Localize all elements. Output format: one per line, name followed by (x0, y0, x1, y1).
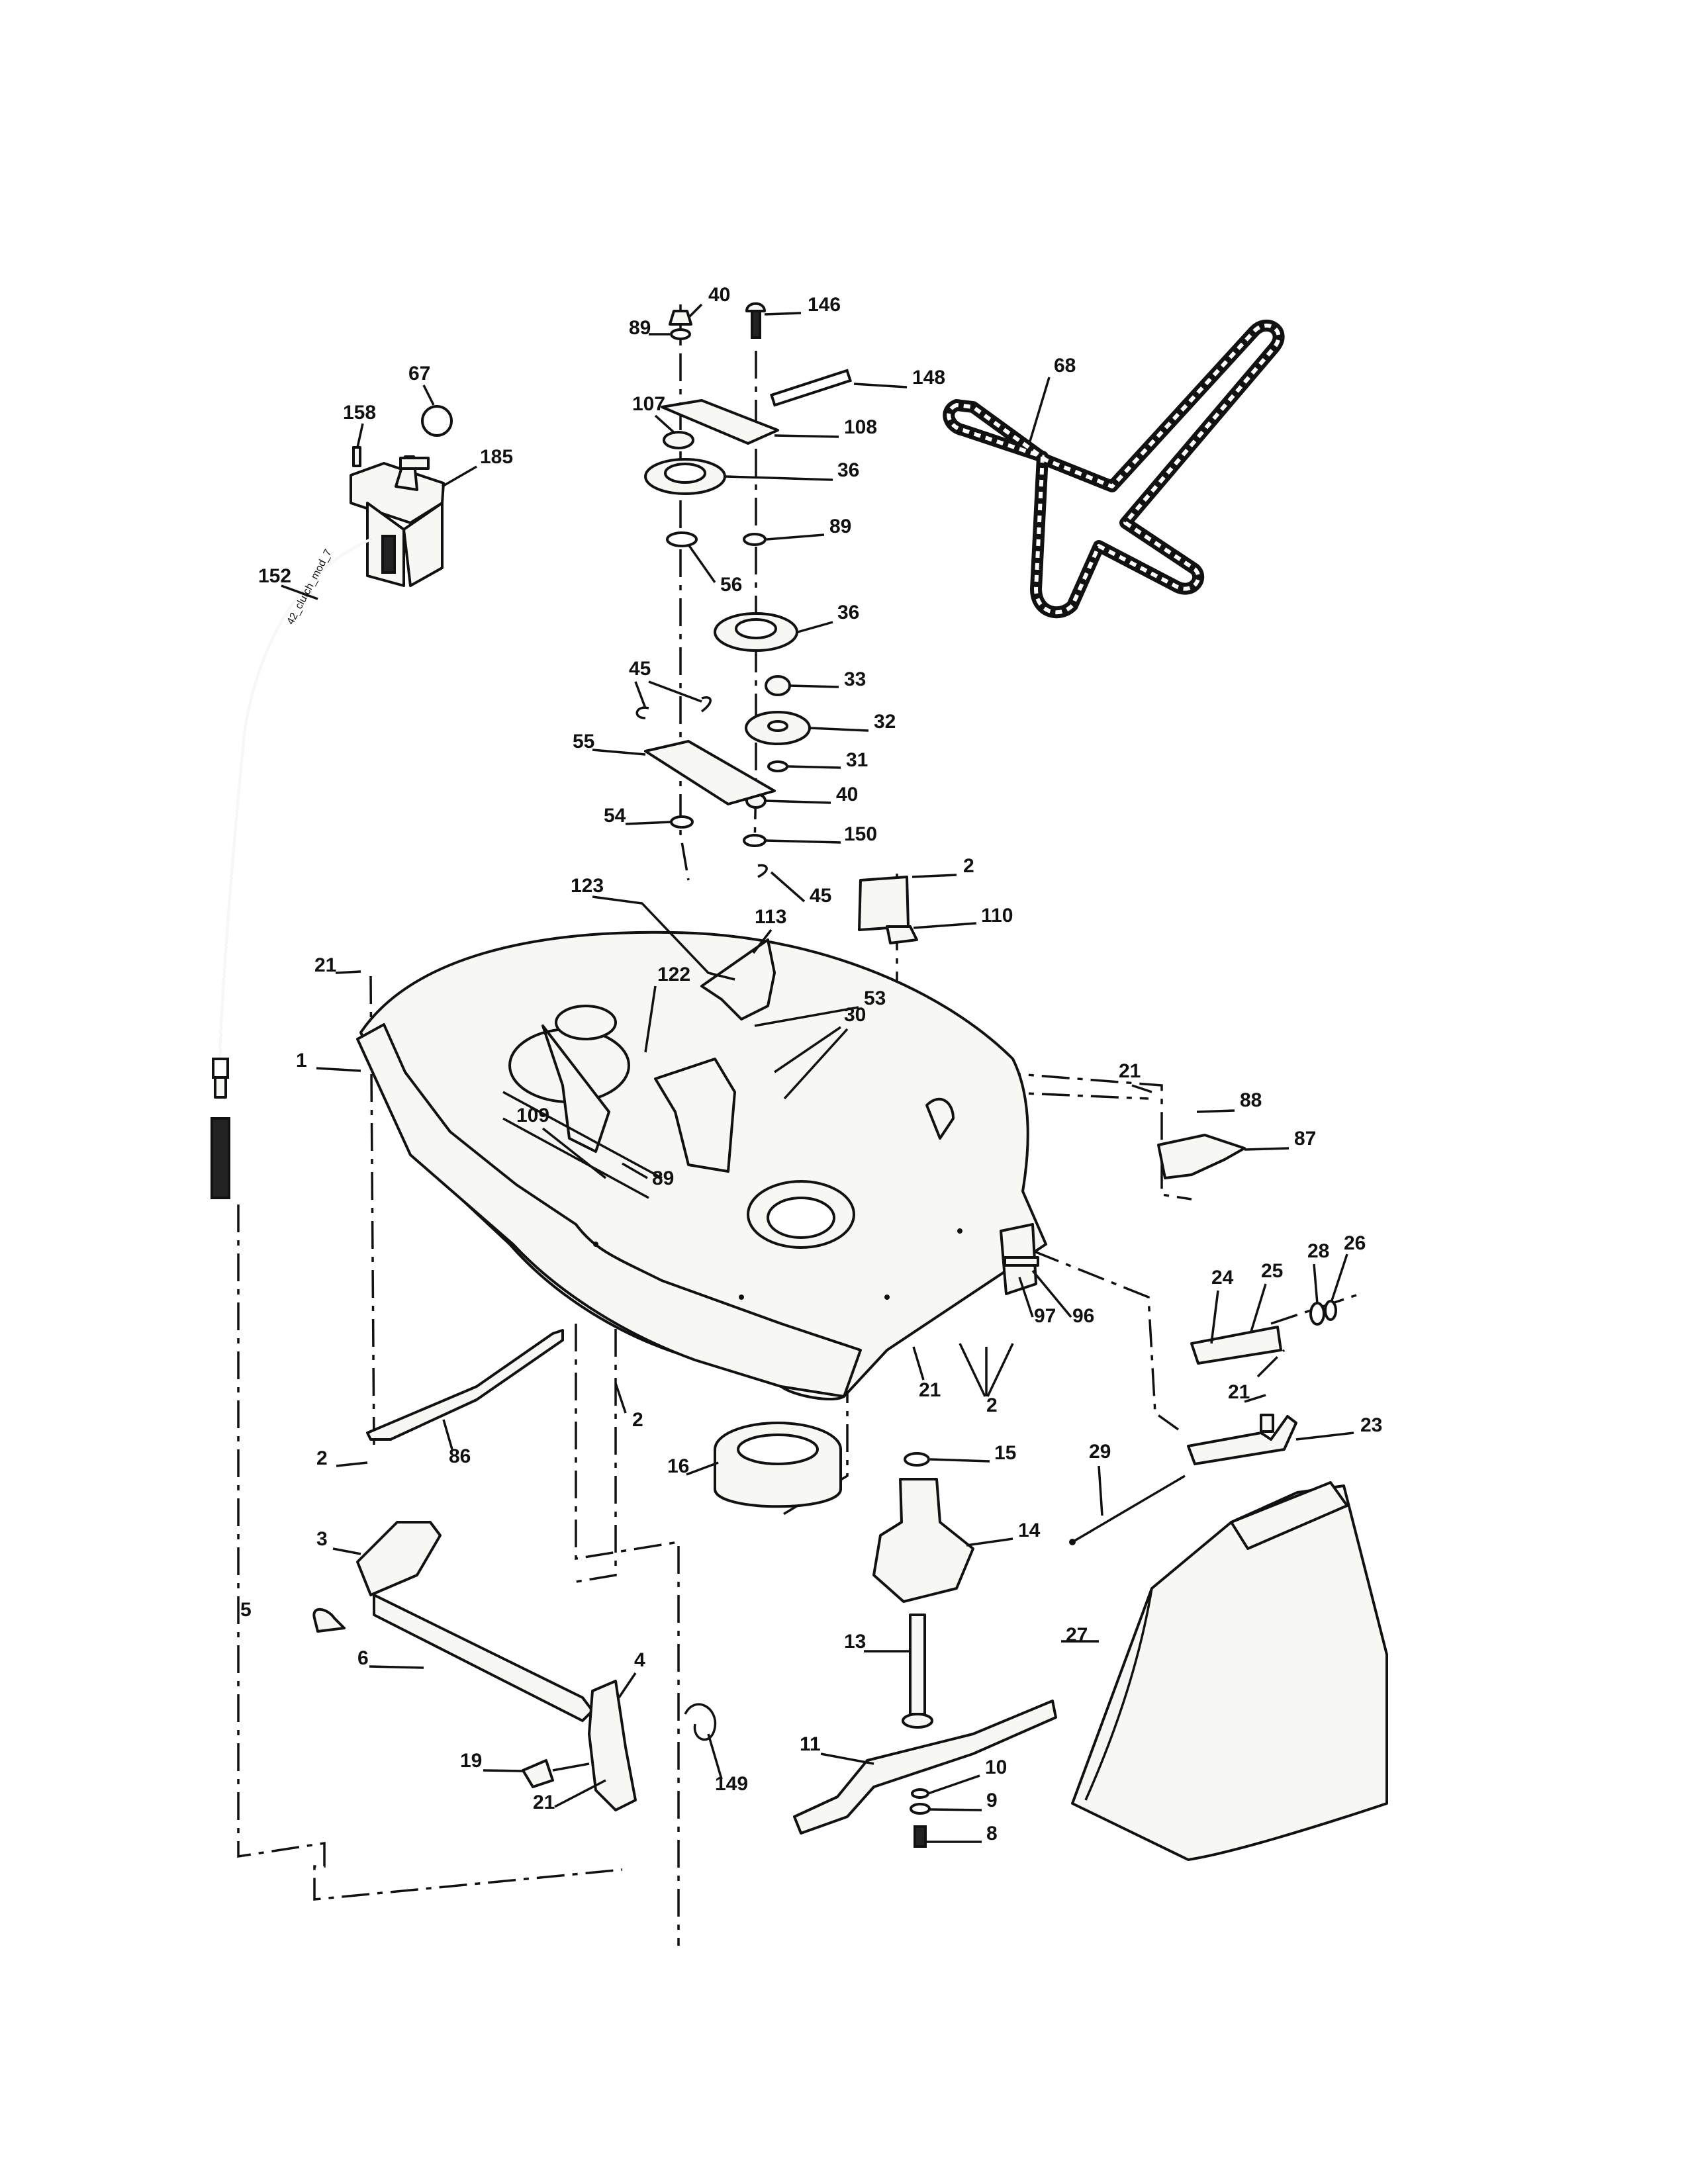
callout-label: 14 (1018, 1520, 1041, 1541)
callout-label: 2 (632, 1409, 643, 1431)
clutch-assembly: 42_clutch_mod_7 (211, 405, 453, 1199)
callout-label: 89 (829, 516, 851, 537)
callout-label: 146 (808, 294, 841, 316)
callout-label: 36 (837, 602, 859, 623)
callout-label: 108 (844, 416, 877, 438)
callout-label: 55 (573, 731, 594, 752)
callout-label: 2 (986, 1394, 998, 1416)
right-brackets (858, 876, 1337, 1545)
callout-label: 150 (844, 823, 877, 845)
belt-68 (943, 319, 1285, 619)
callout-label: 30 (844, 1004, 866, 1026)
callout-label: 13 (844, 1631, 866, 1653)
callout-label: 158 (343, 402, 376, 424)
callout-label: 29 (1089, 1441, 1111, 1463)
callout-label: 3 (316, 1528, 328, 1550)
callout-label: 23 (1360, 1414, 1382, 1436)
callout-label: 4 (634, 1649, 645, 1671)
callout-label: 1 (296, 1050, 307, 1071)
callout-label: 27 (1066, 1624, 1088, 1646)
callout-label: 96 (1072, 1305, 1094, 1327)
callout-label: 8 (986, 1823, 998, 1844)
callout-label: 88 (1240, 1089, 1262, 1111)
callout-label: 25 (1261, 1260, 1283, 1282)
callout-label: 45 (810, 885, 831, 907)
callout-label: 67 (408, 363, 430, 385)
callout-label: 2 (316, 1447, 328, 1469)
callout-label: 45 (629, 658, 651, 680)
callout-label: 15 (994, 1442, 1016, 1464)
callout-label: 21 (314, 954, 336, 976)
cable-print: 42_clutch_mod_7 (285, 547, 334, 627)
callout-label: 26 (1344, 1232, 1366, 1254)
callout-label: 86 (449, 1445, 471, 1467)
callout-label: 54 (604, 805, 626, 827)
callout-label: 87 (1294, 1128, 1316, 1150)
callout-label: 5 (240, 1599, 252, 1621)
pulley-stack (635, 302, 853, 878)
callout-label: 113 (755, 906, 786, 928)
callout-label: 89 (629, 317, 651, 339)
callout-label: 185 (480, 446, 513, 468)
callout-label: 31 (846, 749, 868, 771)
callout-label: 2 (963, 855, 974, 877)
lower-parts (312, 1329, 1057, 1848)
callout-label: 33 (844, 668, 866, 690)
callout-label: 36 (837, 459, 859, 481)
callout-label: 123 (571, 875, 604, 897)
callout-label: 107 (632, 393, 665, 415)
callout-label: 122 (657, 964, 690, 985)
callout-label: 40 (708, 284, 730, 306)
callout-label: 110 (981, 905, 1013, 927)
callout-label: 21 (533, 1792, 555, 1813)
callout-label: 32 (874, 711, 896, 733)
callout-label: 10 (985, 1756, 1007, 1778)
callout-label: 9 (986, 1790, 998, 1811)
callout-label: 109 (516, 1105, 549, 1126)
callout-label: 89 (652, 1167, 674, 1189)
callout-label: 56 (720, 574, 742, 596)
callout-label: 21 (1119, 1060, 1141, 1082)
callout-label: 24 (1211, 1267, 1234, 1289)
callout-label: 149 (715, 1773, 748, 1795)
callout-label: 19 (460, 1750, 482, 1772)
callout-label: 21 (919, 1379, 941, 1401)
callout-label: 28 (1307, 1240, 1329, 1262)
callout-label: 40 (836, 784, 858, 805)
callout-label: 152 (258, 565, 291, 587)
callout-label: 97 (1034, 1305, 1056, 1327)
grass-chute (1071, 1481, 1388, 1861)
callout-label: 11 (800, 1733, 821, 1755)
callout-label: 16 (667, 1455, 689, 1477)
deck-housing (356, 931, 1047, 1401)
callout-label: 148 (912, 367, 945, 388)
callout-label: 21 (1228, 1381, 1250, 1403)
callout-label: 6 (357, 1647, 369, 1669)
callout-label: 53 (864, 987, 886, 1009)
leader-lines (281, 303, 1354, 1843)
callout-label: 68 (1054, 355, 1076, 377)
